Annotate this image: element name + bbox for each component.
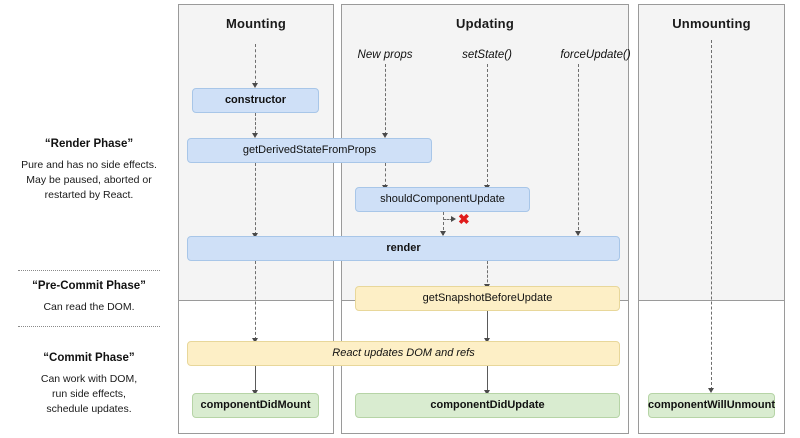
connector-gdsfp-to-scu	[385, 163, 386, 187]
connector-unmounting-to-will-unmount	[711, 40, 712, 390]
node-component-did-update[interactable]: componentDidUpdate	[355, 393, 620, 418]
phase-legend-commit-line-3: schedule updates.	[46, 403, 132, 416]
phase-separator-2	[18, 326, 160, 327]
arrowhead-unmounting-to-will-unmount	[707, 388, 714, 393]
arrowhead-force-update-to-render	[574, 231, 581, 236]
phase-legend-render: “Render Phase” Pure and has no side effe…	[0, 138, 178, 204]
arrowhead-scu-to-render	[439, 231, 446, 236]
connector-scu-to-render	[443, 212, 444, 235]
phase-legend-commit-line-2: run side effects,	[52, 388, 126, 401]
connector-mounting-to-constructor	[255, 44, 256, 84]
phase-legend-pre-commit: “Pre-Commit Phase” Can read the DOM.	[0, 280, 178, 315]
column-title-updating: Updating	[456, 16, 514, 31]
trigger-set-state: setState()	[462, 49, 512, 61]
node-should-component-update[interactable]: shouldComponentUpdate	[355, 187, 530, 212]
phase-legend-render-title: “Render Phase”	[44, 138, 134, 150]
phase-legend-render-desc: Pure and has no side effects. May be pau…	[0, 158, 178, 204]
skip-render-x-icon: ✖	[458, 211, 470, 227]
arrowhead-scu-false-branch	[451, 215, 456, 222]
phase-legend-pre-commit-line-1: Can read the DOM.	[43, 301, 135, 313]
column-mounting-commit-divider	[179, 300, 333, 301]
column-title-unmounting: Unmounting	[672, 16, 751, 31]
arrowhead-new-props-to-gdsfp	[381, 133, 388, 138]
connector-scu-false-branch	[443, 219, 453, 220]
phase-separator-1	[18, 270, 160, 271]
connector-snapshot-to-dom	[487, 311, 488, 341]
arrowhead-dom-to-did-update	[483, 390, 490, 395]
arrowhead-snapshot-to-dom	[483, 338, 490, 343]
connector-new-props-to-gdsfp	[385, 64, 386, 135]
phase-legend-commit-line-1: Can work with DOM,	[40, 373, 138, 385]
column-title-mounting: Mounting	[225, 16, 287, 31]
trigger-force-update: forceUpdate()	[560, 49, 631, 61]
connector-constructor-to-gdsfp	[255, 113, 256, 134]
connector-force-update-to-render	[578, 64, 579, 235]
connector-set-state-to-scu	[487, 64, 488, 187]
phase-legend-pre-commit-desc: Can read the DOM.	[0, 300, 178, 315]
arrowhead-dom-to-did-mount	[251, 390, 258, 395]
phase-legend-commit-desc: Can work with DOM, run side effects, sch…	[0, 372, 178, 418]
trigger-new-props: New props	[357, 49, 413, 61]
arrowhead-gdsfp-to-render	[251, 233, 258, 238]
arrowhead-mounting-to-constructor	[251, 83, 258, 88]
connector-render-to-dom-mounting	[255, 261, 256, 340]
node-react-updates-dom-and-refs[interactable]: React updates DOM and refs	[187, 341, 620, 366]
phase-legend-pre-commit-title: “Pre-Commit Phase”	[32, 280, 146, 292]
node-constructor[interactable]: constructor	[192, 88, 319, 113]
arrowhead-render-to-dom-mounting	[251, 338, 258, 343]
node-render[interactable]: render	[187, 236, 620, 261]
connector-gdsfp-to-render	[255, 163, 256, 235]
phase-legend-commit: “Commit Phase” Can work with DOM, run si…	[0, 352, 178, 418]
phase-legend-render-line-2: May be paused, aborted or	[26, 174, 152, 187]
node-component-did-mount[interactable]: componentDidMount	[192, 393, 319, 418]
phase-legend-commit-title: “Commit Phase”	[43, 352, 135, 364]
connector-render-to-snapshot	[487, 261, 488, 287]
node-get-snapshot-before-update[interactable]: getSnapshotBeforeUpdate	[355, 286, 620, 311]
node-component-will-unmount[interactable]: componentWillUnmount	[648, 393, 775, 418]
connector-dom-to-did-update	[487, 366, 488, 392]
node-get-derived-state-from-props[interactable]: getDerivedStateFromProps	[187, 138, 432, 163]
phase-legend-render-line-3: restarted by React.	[44, 189, 134, 202]
phase-legend-render-line-1: Pure and has no side effects.	[21, 159, 157, 171]
arrowhead-constructor-to-gdsfp	[251, 133, 258, 138]
connector-dom-to-did-mount	[255, 366, 256, 392]
